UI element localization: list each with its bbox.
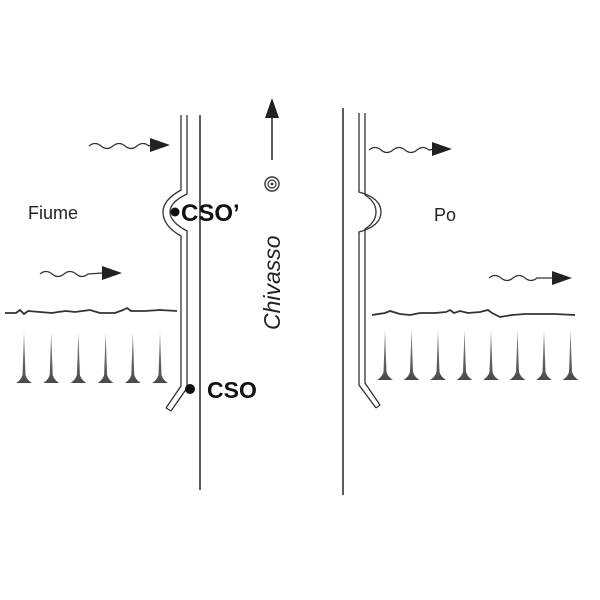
spike-icon bbox=[430, 330, 446, 380]
spike-icon bbox=[483, 330, 499, 380]
spike-icon bbox=[403, 330, 420, 380]
fiume-label: Fiume bbox=[28, 203, 78, 223]
right-ground-line bbox=[371, 308, 576, 318]
overflow-point-lower-icon bbox=[185, 384, 195, 394]
wavy-arrow-right-icon bbox=[368, 142, 452, 156]
right-channel-wall bbox=[358, 113, 382, 409]
left-channel-wall bbox=[162, 115, 188, 412]
cso-lower-label: CSO bbox=[207, 377, 257, 403]
wavy-arrow-right-icon bbox=[88, 138, 170, 152]
spike-icon bbox=[97, 332, 114, 383]
spike-icon bbox=[536, 330, 552, 380]
cso-upper-label: CSO’ bbox=[181, 200, 240, 227]
overflow-point-upper-icon bbox=[170, 207, 180, 217]
wavy-arrow-right-icon bbox=[39, 266, 122, 280]
spike-icon bbox=[562, 330, 579, 380]
flow-direction-arrow bbox=[265, 98, 279, 160]
left-ground-line bbox=[5, 306, 178, 316]
po-label: Po bbox=[434, 205, 456, 225]
wavy-arrow-right-icon bbox=[488, 271, 572, 285]
spike-icon bbox=[16, 332, 32, 383]
vegetation-left bbox=[16, 332, 168, 383]
spike-icon bbox=[509, 330, 526, 380]
spike-icon bbox=[152, 332, 168, 383]
spike-icon bbox=[124, 332, 141, 383]
vegetation-right bbox=[377, 330, 579, 380]
spike-icon bbox=[456, 330, 473, 380]
spike-icon bbox=[377, 330, 393, 380]
city-label: Chivasso bbox=[259, 235, 285, 330]
spike-icon bbox=[70, 332, 87, 383]
spike-icon bbox=[43, 332, 60, 383]
bullseye-icon bbox=[264, 176, 280, 192]
